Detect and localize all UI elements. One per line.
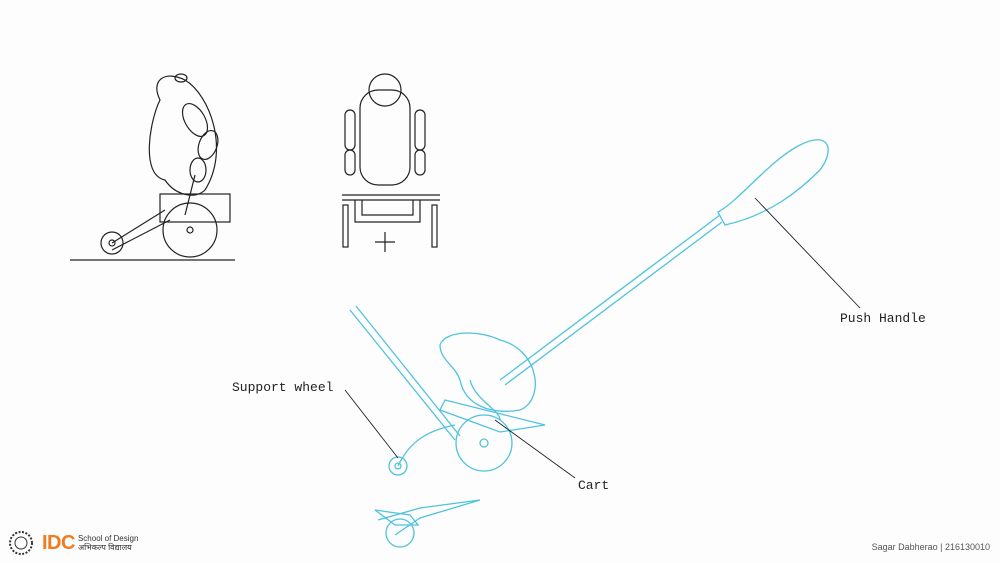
front-view-sketch [342,73,440,252]
side-view-sketch [70,73,235,261]
school-name: School of Design [77,534,139,543]
idc-logo: IDC School of Design अभिकल्प विद्यालय [8,530,138,556]
school-name-hindi: अभिकल्प विद्यालय [77,543,132,552]
support-wheel-label: Support wheel [232,380,334,395]
iitb-seal-icon [9,531,33,555]
author-credit: Sagar Dabherao | 216130010 [871,542,990,552]
idc-logo-text: IDC [42,531,75,554]
perspective-sketch [349,139,829,548]
push-handle-label: Push Handle [840,311,926,326]
cart-label: Cart [578,478,610,493]
callout-lines [344,197,861,479]
